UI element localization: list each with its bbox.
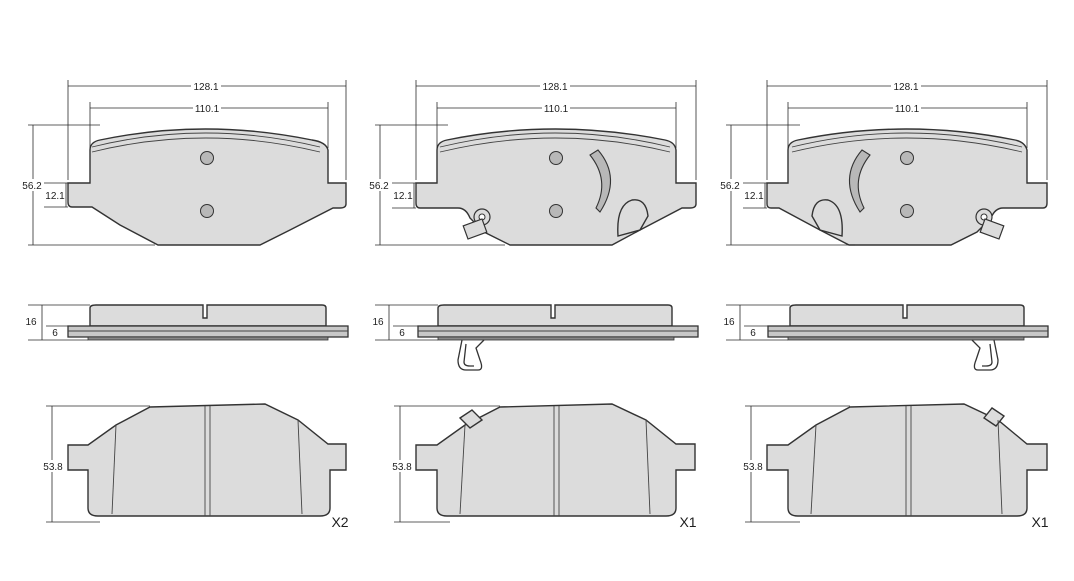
wear-sensor-clip — [975, 208, 1005, 240]
label-mask — [388, 460, 414, 472]
quantity-label: X2 — [331, 514, 348, 530]
side-view-1: 16 6 — [25, 304, 349, 341]
chamfer-line — [645, 419, 651, 515]
plate-thickness-label: 6 — [399, 328, 405, 339]
label-mask — [542, 102, 570, 114]
label-mask — [718, 179, 742, 191]
locating-hole — [200, 151, 214, 165]
chamfer-line — [297, 419, 303, 515]
friction-height-label: 53.8 — [43, 462, 63, 473]
total-thickness-label: 16 — [372, 317, 384, 328]
notch-bump — [617, 199, 649, 237]
locating-hole — [200, 204, 214, 218]
backing-plate — [767, 325, 1049, 338]
bottom-view-1: 53.8 X2 — [40, 403, 349, 530]
backing-plate-outline — [67, 403, 347, 517]
pad-column-1: 128.1 110.1 56.2 12.1 16 — [20, 80, 349, 530]
locating-hole — [900, 151, 914, 165]
label-mask — [739, 460, 765, 472]
friction-height-label: 53.8 — [743, 462, 763, 473]
height-label: 56.2 — [369, 181, 389, 192]
shim-layer — [787, 336, 1025, 341]
wear-sensor-clip — [457, 339, 485, 371]
backing-plate-outline — [67, 128, 347, 246]
backing-plate-outline — [415, 403, 696, 517]
friction-width-label: 110.1 — [895, 104, 920, 115]
friction-height-label: 53.8 — [392, 462, 412, 473]
locating-hole — [549, 204, 563, 218]
sensor-tab — [458, 409, 484, 429]
friction-edge-line — [91, 132, 321, 148]
overall-width-label: 128.1 — [193, 82, 218, 93]
bottom-view-2: 53.8 X1 — [388, 403, 697, 530]
overall-width-label: 128.1 — [542, 82, 567, 93]
friction-block — [437, 304, 673, 327]
backing-plate-outline — [766, 403, 1048, 517]
chamfer-line — [111, 424, 117, 515]
top-view-3: 128.1 110.1 56.2 12.1 — [718, 80, 1048, 246]
backing-plate — [417, 325, 699, 338]
locating-hole — [549, 151, 563, 165]
wear-groove — [848, 149, 871, 213]
friction-edge-line — [91, 137, 321, 153]
label-mask — [40, 460, 66, 472]
wear-sensor-clip — [462, 208, 491, 240]
shim-layer — [437, 336, 675, 341]
friction-width-label: 110.1 — [195, 104, 220, 115]
height-label: 56.2 — [720, 181, 740, 192]
label-mask — [367, 179, 391, 191]
step-height-label: 12.1 — [45, 191, 65, 202]
height-label: 56.2 — [22, 181, 42, 192]
pad-column-2: 128.1 110.1 56.2 12.1 — [367, 80, 699, 530]
bottom-view-3: 53.8 X1 — [739, 403, 1049, 530]
label-mask — [540, 80, 570, 92]
label-mask — [193, 102, 221, 114]
label-mask — [893, 102, 921, 114]
label-mask — [891, 80, 921, 92]
friction-edge-line — [439, 132, 671, 148]
chamfer-line — [810, 424, 817, 515]
label-mask — [20, 179, 44, 191]
locating-hole — [900, 204, 914, 218]
side-view-3: 16 6 — [723, 304, 1049, 371]
friction-width-label: 110.1 — [544, 104, 569, 115]
quantity-label: X1 — [679, 514, 696, 530]
chamfer-line — [997, 419, 1003, 515]
step-height-label: 12.1 — [393, 191, 413, 202]
total-thickness-label: 16 — [723, 317, 735, 328]
step-height-label: 12.1 — [744, 191, 764, 202]
quantity-label: X1 — [1031, 514, 1048, 530]
total-thickness-label: 16 — [25, 317, 37, 328]
overall-width-label: 128.1 — [893, 82, 918, 93]
notch-bump — [811, 199, 843, 237]
top-view-2: 128.1 110.1 56.2 12.1 — [367, 80, 697, 246]
pad-column-3: 128.1 110.1 56.2 12.1 — [718, 80, 1049, 530]
shim-layer — [87, 336, 329, 341]
friction-edge-line — [791, 137, 1023, 153]
wear-groove — [589, 149, 612, 213]
label-mask — [191, 80, 221, 92]
sensor-tab — [982, 407, 1006, 427]
friction-edge-line — [791, 132, 1023, 148]
friction-block — [89, 304, 327, 327]
wear-sensor-clip — [971, 339, 999, 371]
friction-edge-line — [439, 137, 671, 153]
friction-block — [789, 304, 1025, 327]
plate-thickness-label: 6 — [750, 328, 756, 339]
plate-thickness-label: 6 — [52, 328, 58, 339]
backing-plate-outline — [415, 128, 697, 246]
side-view-2: 16 6 — [372, 304, 699, 371]
top-view-1: 128.1 110.1 56.2 12.1 — [20, 80, 347, 246]
backing-plate — [67, 325, 349, 338]
backing-plate-outline — [766, 128, 1048, 246]
chamfer-line — [459, 424, 466, 515]
